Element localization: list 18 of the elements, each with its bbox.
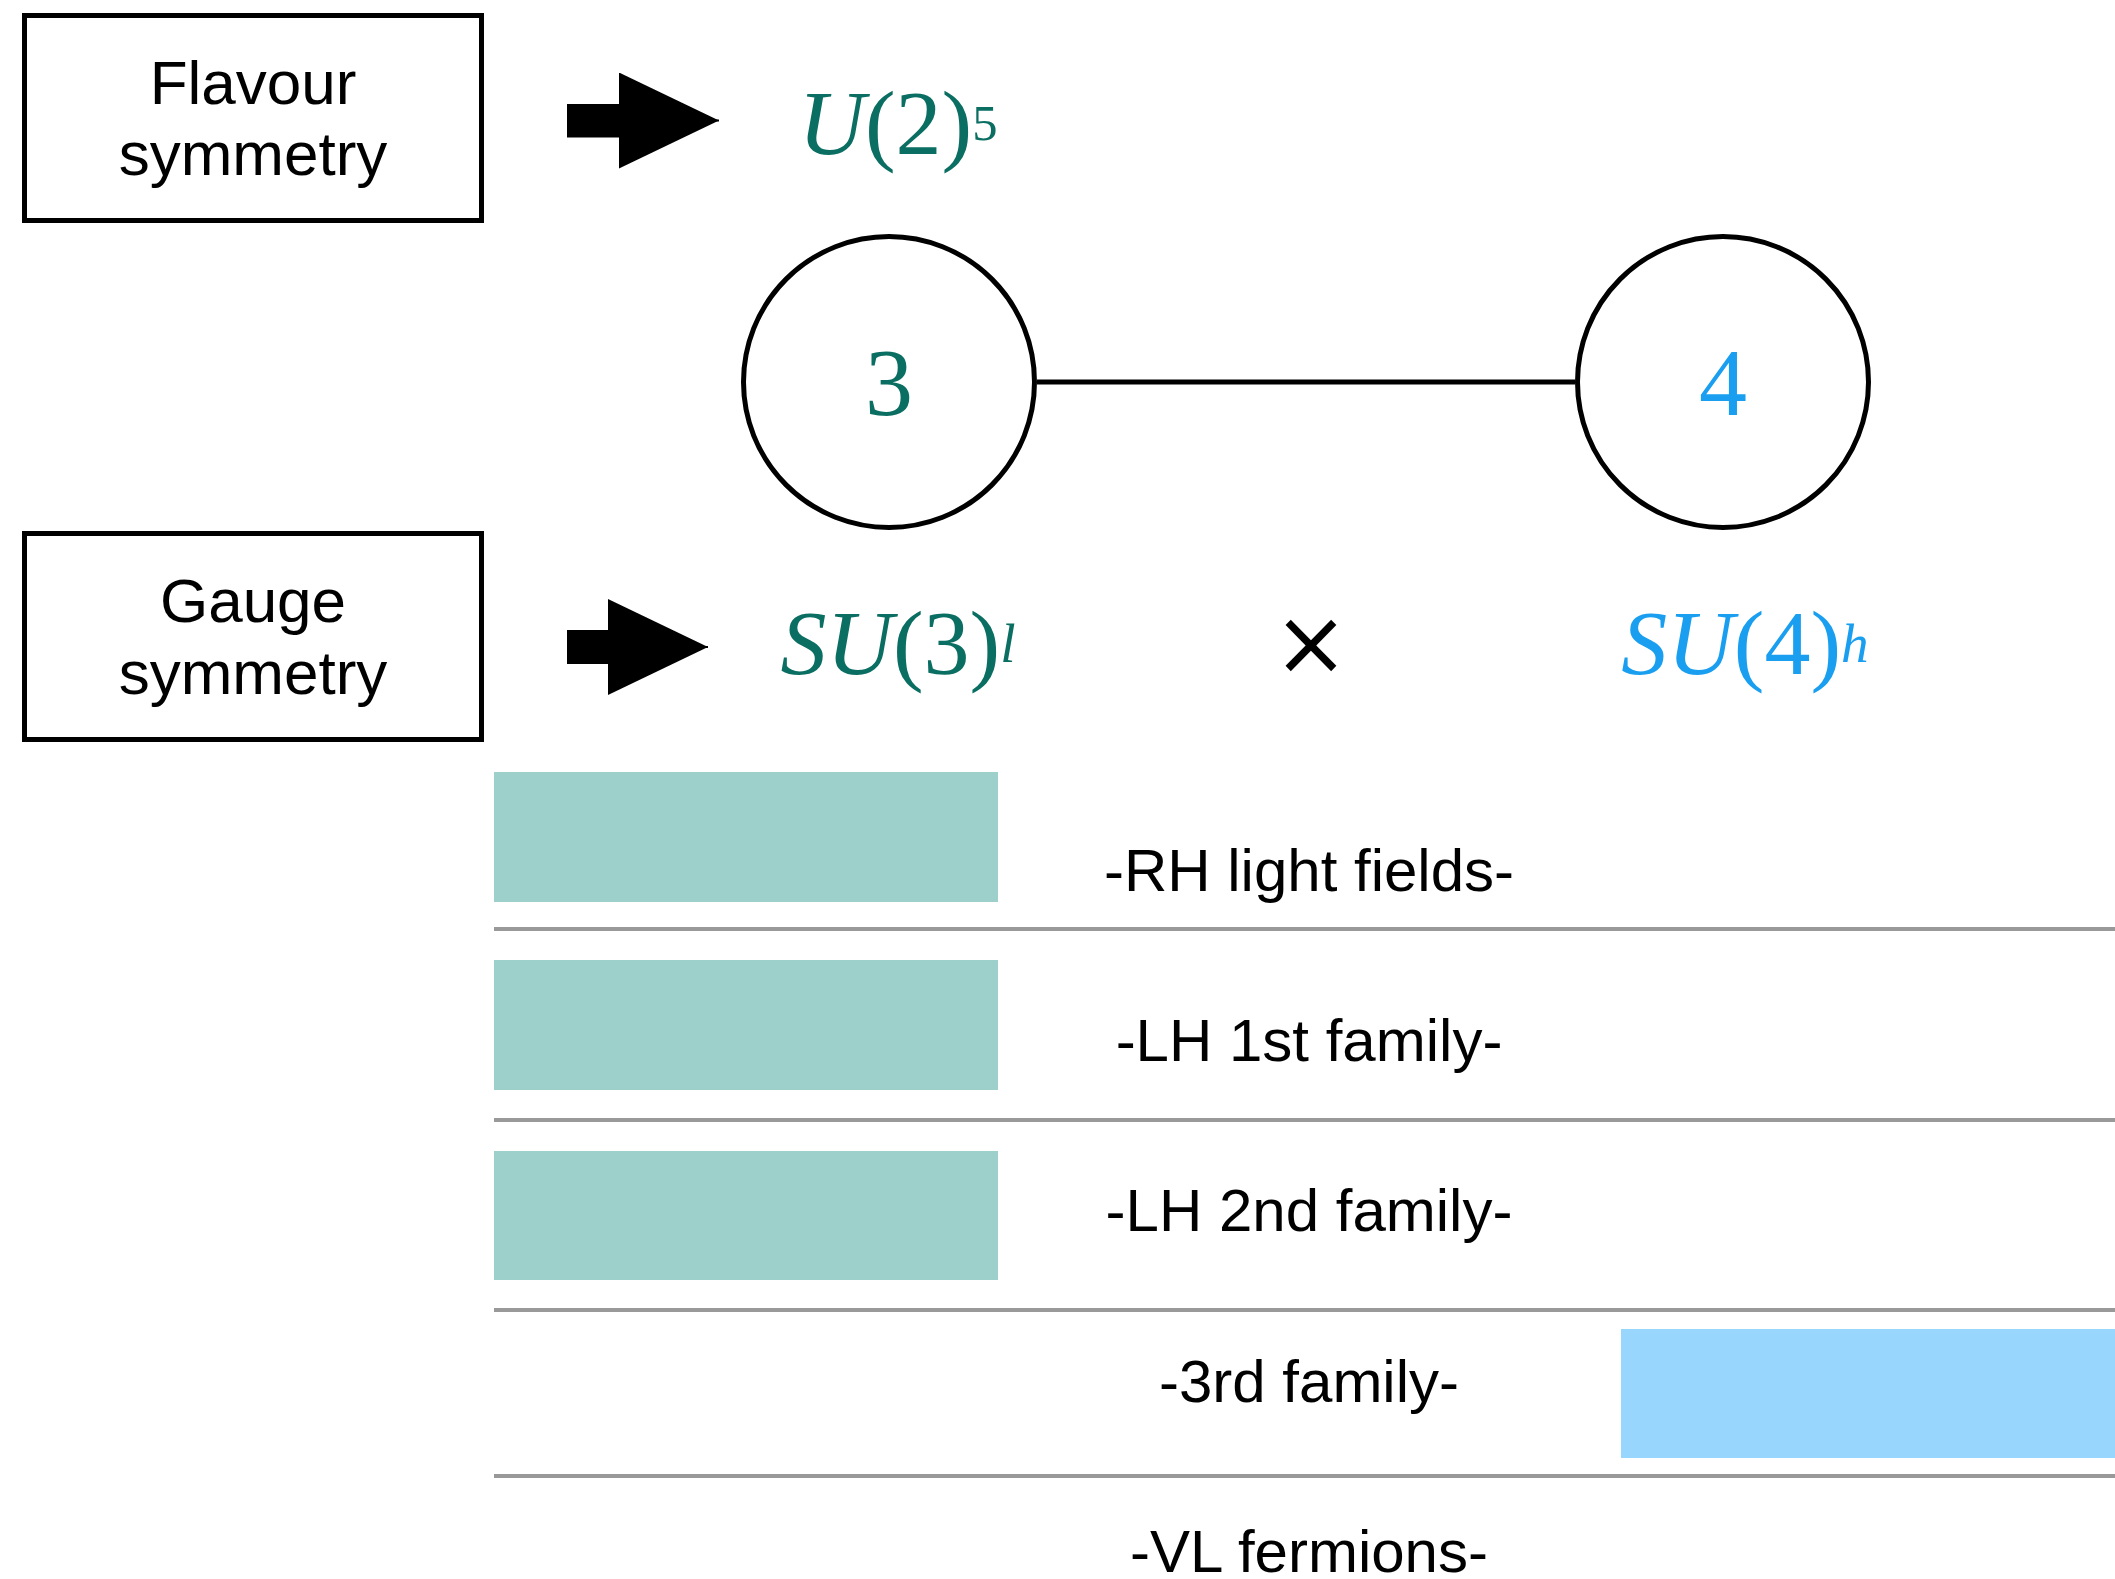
- row-label: -VL fermions-: [1130, 1516, 1488, 1579]
- charge-bar: [494, 1151, 998, 1280]
- row-label: -LH 2nd family-: [1105, 1175, 1513, 1245]
- math-label: U(2)$^{5}$: [719, 70, 1019, 175]
- block-arrow: [566, 599, 709, 695]
- label-box: Flavour symmetry: [22, 13, 484, 223]
- label-box: Gauge symmetry: [22, 531, 484, 742]
- times-sign: ×: [1273, 589, 1349, 695]
- group-node-circle: 4: [1575, 234, 1871, 530]
- charge-bar: [494, 960, 998, 1090]
- charge-bar: [1621, 1329, 2115, 1458]
- row-label: -3rd family-: [1159, 1346, 1459, 1416]
- group-node-circle: 3: [741, 234, 1037, 530]
- row-label: -LH 1st family-: [1115, 1005, 1503, 1075]
- charge-bar: [494, 772, 998, 902]
- connector-line: [1037, 379, 1575, 385]
- block-arrow: [566, 72, 720, 169]
- row-label: -RH light fields-: [1103, 835, 1515, 905]
